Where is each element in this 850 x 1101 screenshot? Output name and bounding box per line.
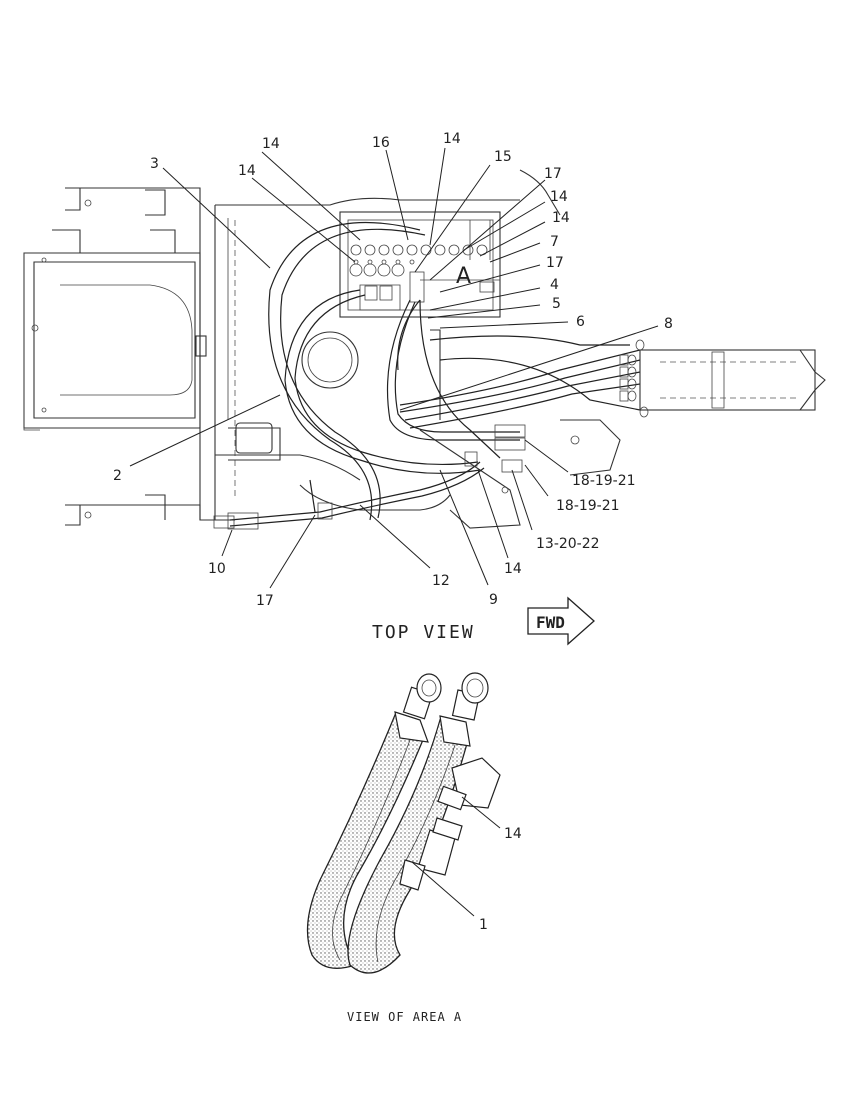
fwd-label: FWD: [536, 613, 565, 632]
callout-10: 10: [208, 561, 226, 577]
callout-2: 2: [113, 468, 122, 484]
callout-18-19-21: 18-19-21: [572, 473, 636, 489]
valve-fittings: [349, 244, 495, 303]
hose-routing: [229, 221, 641, 527]
callout-5: 5: [552, 296, 561, 312]
callout-14: 14: [238, 163, 256, 179]
area-a-marker: A: [456, 264, 471, 289]
hose-fittings-right: [213, 339, 826, 530]
leader-lines: [129, 147, 659, 589]
top-view-caption: TOP VIEW: [372, 622, 475, 643]
callout-9: 9: [489, 592, 498, 608]
callout-14: 14: [443, 131, 461, 147]
callout-7: 7: [550, 234, 559, 250]
callout-labels: 3 14 14 16 14 15 17 14 14 7 17 4 5 6 8 2…: [113, 131, 673, 609]
callout-16: 16: [372, 135, 390, 151]
callout-14: 14: [504, 826, 522, 842]
callout-14: 14: [552, 210, 570, 226]
callout-1: 1: [479, 917, 488, 933]
callout-6: 6: [576, 314, 585, 330]
callout-14: 14: [262, 136, 280, 152]
callout-13-20-22: 13-20-22: [536, 536, 600, 552]
callout-12: 12: [432, 573, 450, 589]
callout-15: 15: [494, 149, 512, 165]
callout-17: 17: [256, 593, 274, 609]
callout-17: 17: [546, 255, 564, 271]
callout-8: 8: [664, 316, 673, 332]
callout-14: 14: [550, 189, 568, 205]
callout-3: 3: [150, 156, 159, 172]
callout-18-19-21: 18-19-21: [556, 498, 620, 514]
callout-17: 17: [544, 166, 562, 182]
fwd-arrow-icon: FWD: [527, 596, 595, 646]
callout-4: 4: [550, 277, 559, 293]
area-a-detail: [306, 672, 501, 974]
area-a-caption: VIEW OF AREA A: [347, 1010, 462, 1024]
callout-14: 14: [504, 561, 522, 577]
